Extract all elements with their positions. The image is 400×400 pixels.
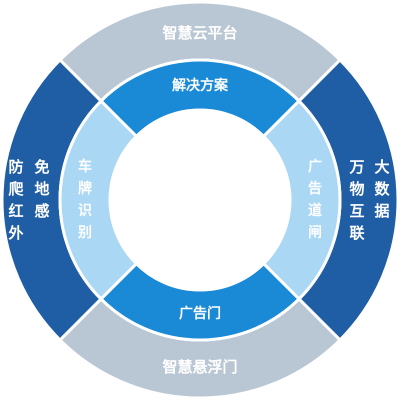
label-no-ground-sensor: 免地感 (34, 158, 49, 220)
label-advertising-barrier: 广告道闸 (308, 158, 322, 241)
label-license-plate-recognition: 车牌识别 (77, 158, 92, 241)
label-internet-of-things: 万物互联 (348, 158, 365, 242)
label-anti-climb-infrared: 防爬红外 (7, 158, 24, 242)
label-advertising-gate: 广告门 (179, 305, 221, 322)
label-big-data: 大数据 (374, 158, 390, 220)
center-circle (110, 110, 290, 290)
label-smart-floating-gate: 智慧悬浮门 (162, 358, 237, 376)
label-smart-cloud-platform: 智慧云平台 (162, 24, 237, 42)
label-solutions: 解决方案 (172, 77, 229, 94)
